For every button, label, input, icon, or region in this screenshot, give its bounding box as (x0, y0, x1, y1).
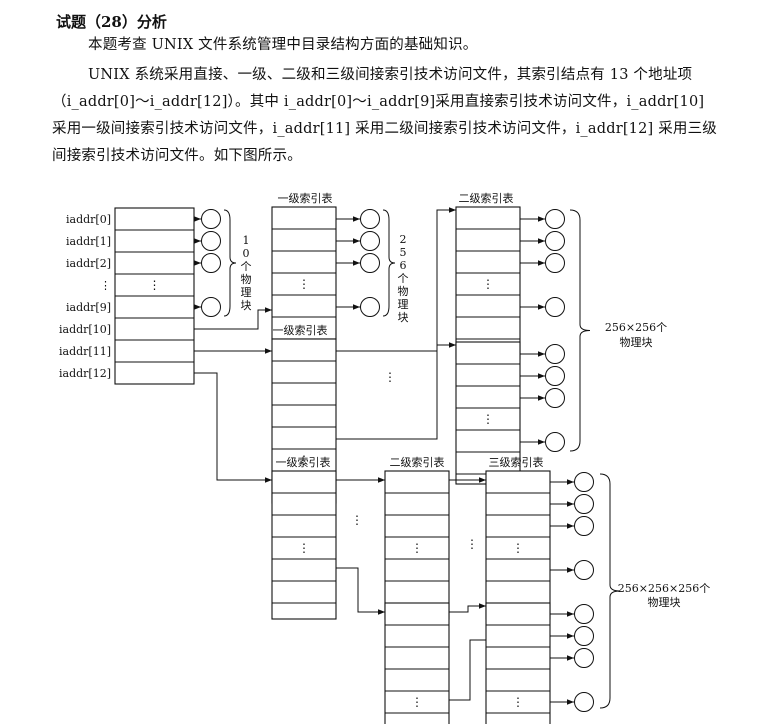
direct-block-circle (201, 253, 221, 273)
physical-block-circle (545, 297, 565, 317)
physical-block-circle (574, 692, 594, 712)
brace-256-label: 个 (398, 272, 409, 285)
brace-10-label: 物 (241, 272, 252, 286)
address-label: iaddr[9] (66, 301, 111, 314)
physical-block-circle (545, 388, 565, 408)
address-label: iaddr[10] (59, 323, 111, 336)
ellipsis-mark: ⋮ (411, 541, 423, 555)
level3-index-table-b (485, 602, 551, 724)
brace-10-label: 1 (243, 234, 250, 247)
physical-block-circle (574, 648, 594, 668)
physical-block-circle (574, 626, 594, 646)
ellipsis-mark: ⋮ (384, 370, 396, 384)
address-label: iaddr[11] (59, 345, 111, 358)
brace-256x256x256-label: 256×256×256个 (618, 582, 710, 595)
level1-index-table-triple (271, 470, 337, 620)
ellipsis-mark: ⋮ (466, 537, 478, 551)
address-label: iaddr[0] (66, 213, 111, 226)
direct-block-circle (201, 231, 221, 251)
brace-256-label: 5 (400, 246, 407, 259)
brace-256-label: 块 (398, 311, 409, 324)
direct-block-circle (201, 297, 221, 317)
physical-block-circle (360, 231, 380, 251)
ellipsis-mark: ⋮ (298, 453, 310, 467)
ellipsis-mark: ⋮ (411, 695, 423, 709)
level2-index-table-b (455, 341, 521, 485)
level2b-to-level3b-lower (449, 639, 486, 701)
brace-256x256x256-label: 物理块 (648, 595, 681, 609)
physical-block-circle (545, 209, 565, 229)
level1-to-level2b-connector (336, 342, 456, 440)
address-label: iaddr[2] (66, 257, 111, 270)
level2-index-table-triple (384, 470, 450, 620)
level1-to-level2-connector (336, 207, 456, 352)
level3-index-table-a (485, 470, 551, 620)
ellipsis-mark: ⋮ (298, 541, 310, 555)
iaddr12-connector (194, 372, 272, 483)
table-label-level1: 一级索引表 (273, 323, 328, 337)
brace-256-label: 2 (400, 233, 407, 246)
address-label: ⋮ (100, 279, 111, 292)
physical-block-circle (360, 209, 380, 229)
physical-block-circle (574, 560, 594, 580)
intro-paragraph: 本题考查 UNIX 文件系统管理中目录结构方面的基础知识。 (88, 37, 478, 53)
explanation-paragraph: UNIX 系统采用直接、一级、二级和三级间接索引技术访问文件，其索引结点有 13… (52, 67, 717, 164)
table-label-level2: 二级索引表 (459, 191, 514, 205)
address-label: iaddr[12] (59, 367, 111, 380)
ellipsis-mark: ⋮ (482, 412, 494, 426)
physical-block-circle (574, 516, 594, 536)
brace-10-label: 理 (241, 286, 252, 299)
ellipsis-mark: ⋮ (149, 278, 161, 292)
physical-block-circle (545, 366, 565, 386)
level2b-to-level3b-connector (449, 603, 486, 613)
table-label-level3: 三级索引表 (489, 455, 544, 469)
level1-to-level2b-connector (336, 567, 385, 615)
brace-256-label: 6 (400, 259, 407, 272)
physical-block-circle (545, 231, 565, 251)
physical-block-circle (574, 494, 594, 514)
ellipsis-mark: ⋮ (351, 513, 363, 527)
brace-256x256-label: 物理块 (620, 335, 653, 349)
physical-block-circle (545, 432, 565, 452)
physical-block-circle (360, 297, 380, 317)
level2-index-table-a (455, 206, 521, 360)
ellipsis-mark: ⋮ (482, 277, 494, 291)
brace-256-label: 理 (398, 298, 409, 311)
brace-256-label: 物 (398, 284, 409, 298)
brace-10-blocks (223, 209, 237, 317)
ellipsis-mark: ⋮ (298, 277, 310, 291)
brace-256x256x256-blocks (599, 473, 621, 709)
table-label-level1: 一级索引表 (276, 455, 331, 469)
physical-block-circle (574, 604, 594, 624)
ellipsis-mark: ⋮ (512, 695, 524, 709)
physical-block-circle (545, 253, 565, 273)
physical-block-circle (360, 253, 380, 273)
brace-256x256-label: 256×256个 (605, 321, 667, 334)
ellipsis-mark: ⋮ (512, 541, 524, 555)
iaddr10-connector (194, 307, 272, 330)
section-heading: 试题（28）分析 (56, 13, 167, 31)
brace-256x256-blocks (569, 209, 591, 452)
brace-10-label: 0 (243, 247, 250, 260)
level2-index-table-triple-b (384, 602, 450, 724)
direct-block-circle (201, 209, 221, 229)
address-label: iaddr[1] (66, 235, 111, 248)
physical-block-circle (574, 472, 594, 492)
table-label-level1: 一级索引表 (278, 191, 333, 205)
brace-10-label: 个 (241, 260, 252, 273)
brace-256-blocks (382, 209, 396, 317)
physical-block-circle (545, 344, 565, 364)
brace-10-label: 块 (241, 299, 252, 312)
table-label-level2: 二级索引表 (390, 455, 445, 469)
